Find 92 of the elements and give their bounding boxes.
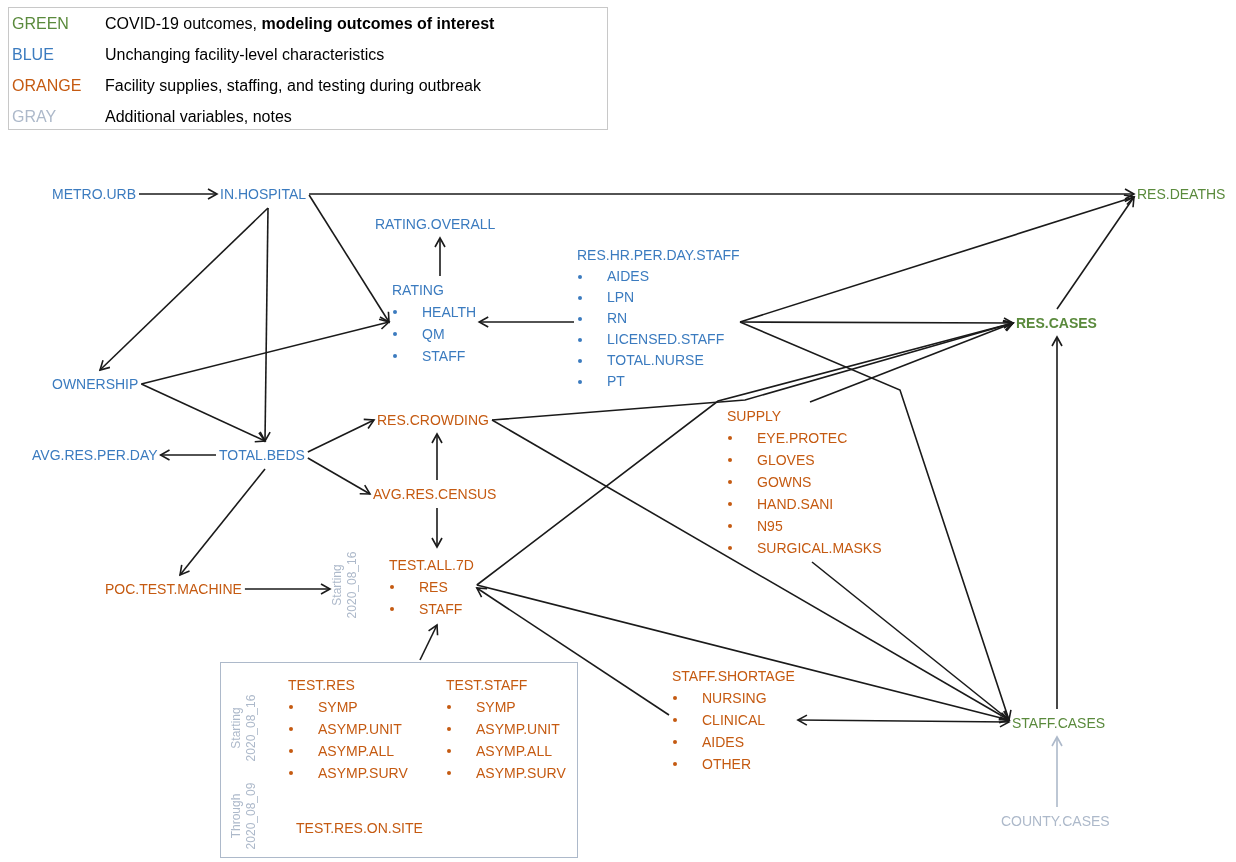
variable-label: AVG.RES.PER.DAY xyxy=(32,444,158,466)
arrow xyxy=(140,383,266,443)
variable-label: POC.TEST.MACHINE xyxy=(105,578,242,600)
arrow xyxy=(739,317,1014,329)
arrow xyxy=(431,507,443,548)
variable-label: RES.CROWDING xyxy=(377,409,489,431)
list-item: HAND.SANI xyxy=(727,493,882,515)
variable-label: METRO.URB xyxy=(52,183,136,205)
variable-heading: TEST.STAFF xyxy=(446,676,529,695)
arrow xyxy=(308,188,1135,200)
variable-heading: RES.HR.PER.DAY.STAFF xyxy=(577,246,740,265)
arrow xyxy=(476,319,1014,586)
arrow xyxy=(140,318,390,385)
arrow xyxy=(434,237,446,277)
list-item: QM xyxy=(392,323,477,345)
list-item: ASYMP.UNIT xyxy=(446,718,566,740)
arrow xyxy=(476,587,670,716)
variable-label: IN.HOSPITAL xyxy=(220,183,307,205)
list-item: EYE.PROTEC xyxy=(727,427,882,449)
list-item: AIDES xyxy=(577,266,740,287)
list-item: PT xyxy=(577,371,740,392)
list-item: LICENSED.STAFF xyxy=(577,329,740,350)
group-frame xyxy=(220,662,578,858)
legend-text: Facility supplies, staffing, and testing during outbreak xyxy=(105,76,481,96)
variable-label: TOTAL.BEDS xyxy=(219,444,305,466)
variable-label: AVG.RES.CENSUS xyxy=(373,483,497,505)
list-item: STAFF xyxy=(392,345,477,367)
arrow xyxy=(478,316,575,328)
list-item: SURGICAL.MASKS xyxy=(727,537,882,559)
list-item: HEALTH xyxy=(392,301,477,323)
legend-key: BLUE xyxy=(12,45,54,65)
list-item: CLINICAL xyxy=(672,709,795,731)
arrow xyxy=(307,418,375,453)
arrow xyxy=(244,583,331,595)
list-item: LPN xyxy=(577,287,740,308)
variable-heading: SUPPLY xyxy=(727,407,783,426)
list-item: TOTAL.NURSE xyxy=(577,350,740,371)
legend-key: GRAY xyxy=(12,107,57,127)
arrow xyxy=(1051,336,1063,710)
list-item: ASYMP.SURV xyxy=(288,762,408,784)
legend-key: ORANGE xyxy=(12,76,82,96)
list-item: GLOVES xyxy=(727,449,882,471)
legend-text: COVID-19 outcomes, modeling outcomes of interest xyxy=(105,14,495,34)
date-note: Through 2020_08_09 xyxy=(229,781,259,852)
list-item: RN xyxy=(577,308,740,329)
arrow xyxy=(811,561,1010,721)
list-item: STAFF xyxy=(389,598,474,620)
legend-key: GREEN xyxy=(12,14,69,34)
arrow xyxy=(307,457,371,495)
variable-label: COUNTY.CASES xyxy=(1001,810,1110,832)
arrow xyxy=(138,188,218,200)
legend-text: Additional variables, notes xyxy=(105,107,292,127)
arrow xyxy=(1056,196,1135,310)
variable-heading: RATING xyxy=(392,281,445,300)
list-item: SYMP xyxy=(288,696,408,718)
date-note: Starting 2020_08_16 xyxy=(330,550,360,621)
legend-text: Unchanging facility-level characteristics xyxy=(105,45,385,65)
variable-label: RES.DEATHS xyxy=(1137,183,1226,205)
list-item: AIDES xyxy=(672,731,795,753)
list-item: ASYMP.SURV xyxy=(446,762,566,784)
variable-label: RATING.OVERALL xyxy=(375,213,496,235)
list-item: SYMP xyxy=(446,696,566,718)
variable-heading: TEST.RES xyxy=(288,676,356,695)
list-item: ASYMP.ALL xyxy=(446,740,566,762)
double-arrow xyxy=(797,714,1010,728)
arrow xyxy=(1051,736,1063,808)
variable-heading: STAFF.SHORTAGE xyxy=(672,667,795,686)
list-item: NURSING xyxy=(672,687,795,709)
arrow xyxy=(99,207,269,371)
arrow xyxy=(159,449,217,461)
date-note: Starting 2020_08_16 xyxy=(229,693,259,764)
arrow xyxy=(739,194,1135,323)
arrow xyxy=(491,419,1010,721)
variable-label: TEST.RES.ON.SITE xyxy=(296,817,423,839)
list-item: ASYMP.ALL xyxy=(288,740,408,762)
variable-label: STAFF.CASES xyxy=(1012,712,1106,734)
list-item: ASYMP.UNIT xyxy=(288,718,408,740)
variable-heading: TEST.ALL.7D xyxy=(389,556,474,575)
list-item: N95 xyxy=(727,515,882,537)
arrow xyxy=(419,624,439,661)
variable-label: RES.CASES xyxy=(1016,312,1097,334)
arrow xyxy=(476,584,1010,724)
list-item: OTHER xyxy=(672,753,795,775)
arrow xyxy=(259,207,271,442)
arrow xyxy=(431,433,443,481)
variable-label: OWNERSHIP xyxy=(52,373,139,395)
arrow xyxy=(739,321,1012,721)
arrow xyxy=(809,320,1014,403)
arrow xyxy=(308,194,390,323)
arrow xyxy=(179,468,266,576)
list-item: RES xyxy=(389,576,474,598)
list-item: GOWNS xyxy=(727,471,882,493)
